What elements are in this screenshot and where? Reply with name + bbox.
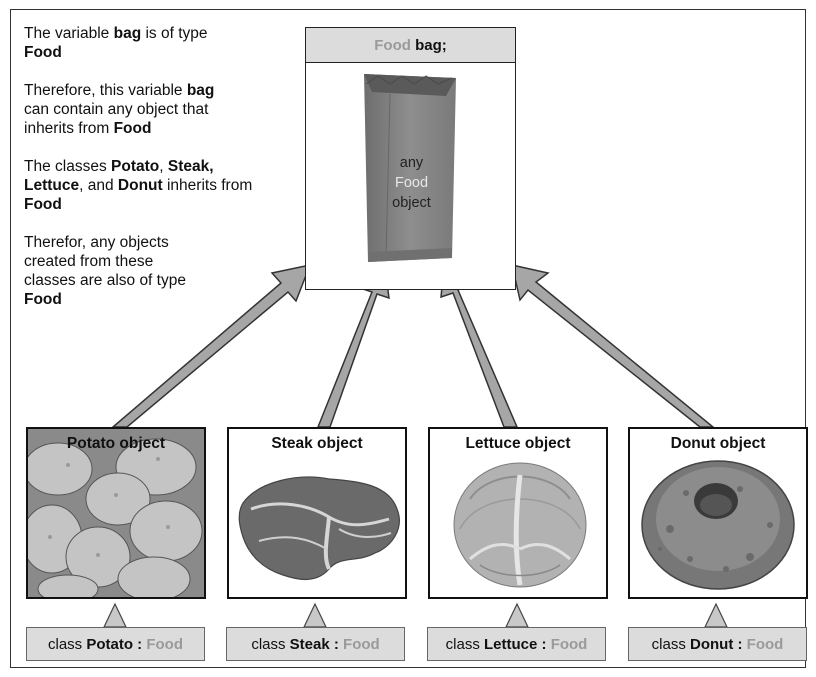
text: The classes	[24, 158, 112, 175]
inherit-triangle-lettuce	[505, 602, 529, 628]
explanation-text: The variable bag is of type Food Therefo…	[24, 24, 264, 328]
arrow-steak-to-bag	[316, 266, 390, 428]
bag-caption-line: any	[399, 155, 424, 171]
class-keyword: class	[651, 635, 690, 653]
explanation-paragraph-2: Therefore, this variable bag can contain…	[24, 81, 224, 138]
class-steak-box: class Steak : Food	[226, 627, 405, 661]
keyword: Food	[24, 196, 62, 213]
class-separator: :	[133, 635, 147, 653]
class-name: Donut	[690, 635, 734, 653]
steak-image	[229, 429, 405, 597]
text: Therefor, any objects created from these…	[24, 234, 186, 289]
class-keyword: class	[47, 635, 87, 653]
base-class-name: Food	[746, 635, 784, 653]
text: is of type	[141, 25, 208, 42]
donut-object-box: Donut object	[628, 427, 808, 599]
text: The variable	[24, 25, 114, 42]
paper-bag-image	[364, 74, 456, 262]
class-separator: :	[329, 635, 344, 653]
keyword: Food	[24, 291, 62, 308]
class-name: Steak	[289, 635, 330, 653]
keyword: bag	[186, 82, 215, 99]
donut-image	[630, 429, 806, 597]
text: ,	[159, 158, 168, 175]
explanation-paragraph-3: The classes Potato, Steak, Lettuce, and …	[24, 157, 269, 214]
potato-object-label: Potato object	[66, 435, 166, 452]
class-donut-box: class Donut : Food	[628, 627, 807, 661]
lettuce-image	[430, 429, 606, 597]
bag-caption-line: Food	[394, 175, 429, 191]
lettuce-object-label: Lettuce object	[465, 435, 571, 452]
lettuce-object-box: Lettuce object	[428, 427, 608, 599]
steak-object-label: Steak object	[271, 435, 363, 452]
inherit-triangle-steak	[303, 602, 327, 628]
text: , and	[79, 177, 118, 194]
explanation-paragraph-4: Therefor, any objects created from these…	[24, 233, 204, 309]
keyword: bag	[113, 25, 142, 42]
donut-object-label: Donut object	[670, 435, 766, 452]
class-keyword: class	[445, 635, 484, 653]
keyword: Donut	[117, 177, 163, 194]
explanation-paragraph-1: The variable bag is of type Food	[24, 24, 264, 62]
text: Therefore, this variable	[24, 82, 187, 99]
bag-variable-label: bag;	[415, 36, 447, 54]
class-name: Potato	[86, 635, 133, 653]
bag-declaration-header: Food bag;	[306, 28, 515, 63]
class-separator: :	[537, 635, 551, 653]
class-name: Lettuce	[484, 635, 538, 653]
class-lettuce-box: class Lettuce : Food	[427, 627, 606, 661]
arrow-donut-to-bag	[511, 264, 716, 428]
class-potato-box: class Potato : Food	[26, 627, 205, 661]
keyword: Food	[113, 120, 152, 137]
bag-type-label: Food	[374, 36, 411, 54]
text: can contain any object that inherits fro…	[24, 101, 209, 137]
arrow-potato-to-bag	[110, 263, 312, 428]
bag-caption-line: object	[392, 195, 431, 211]
potato-object-box: Potato object	[26, 427, 206, 599]
inherit-triangle-donut	[704, 602, 728, 628]
text: inherits from	[162, 177, 253, 194]
keyword: Steak, Lettuce	[24, 158, 214, 194]
food-bag-variable-box: Food bag; any Food object	[305, 27, 516, 290]
base-class-name: Food	[343, 635, 380, 653]
keyword: Food	[24, 44, 62, 61]
class-keyword: class	[251, 635, 290, 653]
steak-object-box: Steak object	[227, 427, 407, 599]
base-class-name: Food	[550, 635, 588, 653]
inherit-triangle-potato	[103, 602, 127, 628]
diagram-frame	[10, 9, 806, 668]
potato-image	[28, 429, 204, 597]
class-separator: :	[733, 635, 747, 653]
arrow-lettuce-to-bag	[440, 264, 519, 428]
bag-caption: any Food object	[356, 153, 467, 213]
base-class-name: Food	[146, 635, 183, 653]
keyword: Potato	[111, 158, 160, 175]
